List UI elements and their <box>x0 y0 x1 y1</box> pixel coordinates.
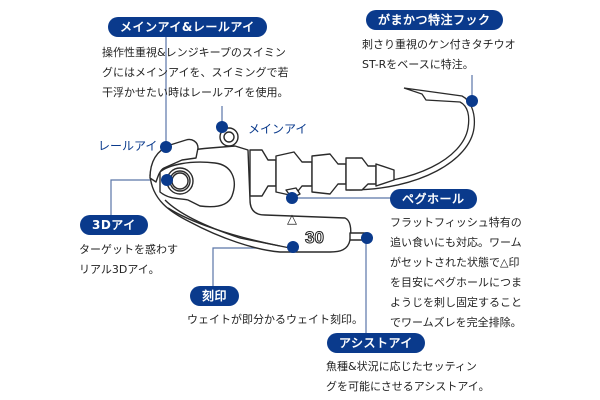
callout-title-assist-eye: アシストアイ <box>327 333 425 353</box>
jighead-body <box>149 127 395 253</box>
leader-line-3d-eye <box>110 179 165 220</box>
callout-title-engraving: 刻印 <box>190 286 240 306</box>
dot-main-eye <box>216 121 228 133</box>
hook-drawing <box>349 87 476 191</box>
callout-title-hook: がまかつ特注フック <box>366 10 503 30</box>
callout-desc-main-rail-eye: 操作性重視&レンジキープのスイミン グにはメインアイを、スイミングで若 干浮かせ… <box>102 46 289 99</box>
callout-title-peg-hole: ペグホール <box>390 189 477 209</box>
callout-desc-3d-eye: ターゲットを惑わす リアル3Dアイ。 <box>79 243 178 276</box>
callout-desc-hook: 刺さり重視のケン付きタチウオ ST-Rをベースに特注。 <box>362 38 516 71</box>
dot-rail-eye <box>160 141 172 153</box>
triangle-mark: △ <box>287 212 297 227</box>
dot-peg-hole <box>286 192 298 204</box>
label-rail-eye: レールアイ <box>98 139 158 153</box>
callout-desc-peg-hole: フラットフィッシュ特有の 追い食いにも対応。ワーム がセットされた状態で△印 を… <box>390 216 522 329</box>
label-main-eye: メインアイ <box>248 122 308 136</box>
dot-hook <box>466 95 478 107</box>
callout-title-3d-eye: 3Dアイ <box>80 215 148 235</box>
dot-engraving <box>287 241 299 253</box>
dot-3d-eye <box>161 174 173 186</box>
weight-engraving: 30 <box>305 228 325 248</box>
callout-desc-assist-eye: 魚種&状況に応じたセッティン グを可能にさせるアシストアイ。 <box>326 360 490 393</box>
leader-line-engraving <box>212 247 291 288</box>
callout-desc-engraving: ウェイトが即分かるウェイト刻印。 <box>187 313 363 326</box>
dot-assist-eye <box>361 232 373 244</box>
callout-title-main-rail-eye: メインアイ&レールアイ <box>108 17 267 37</box>
